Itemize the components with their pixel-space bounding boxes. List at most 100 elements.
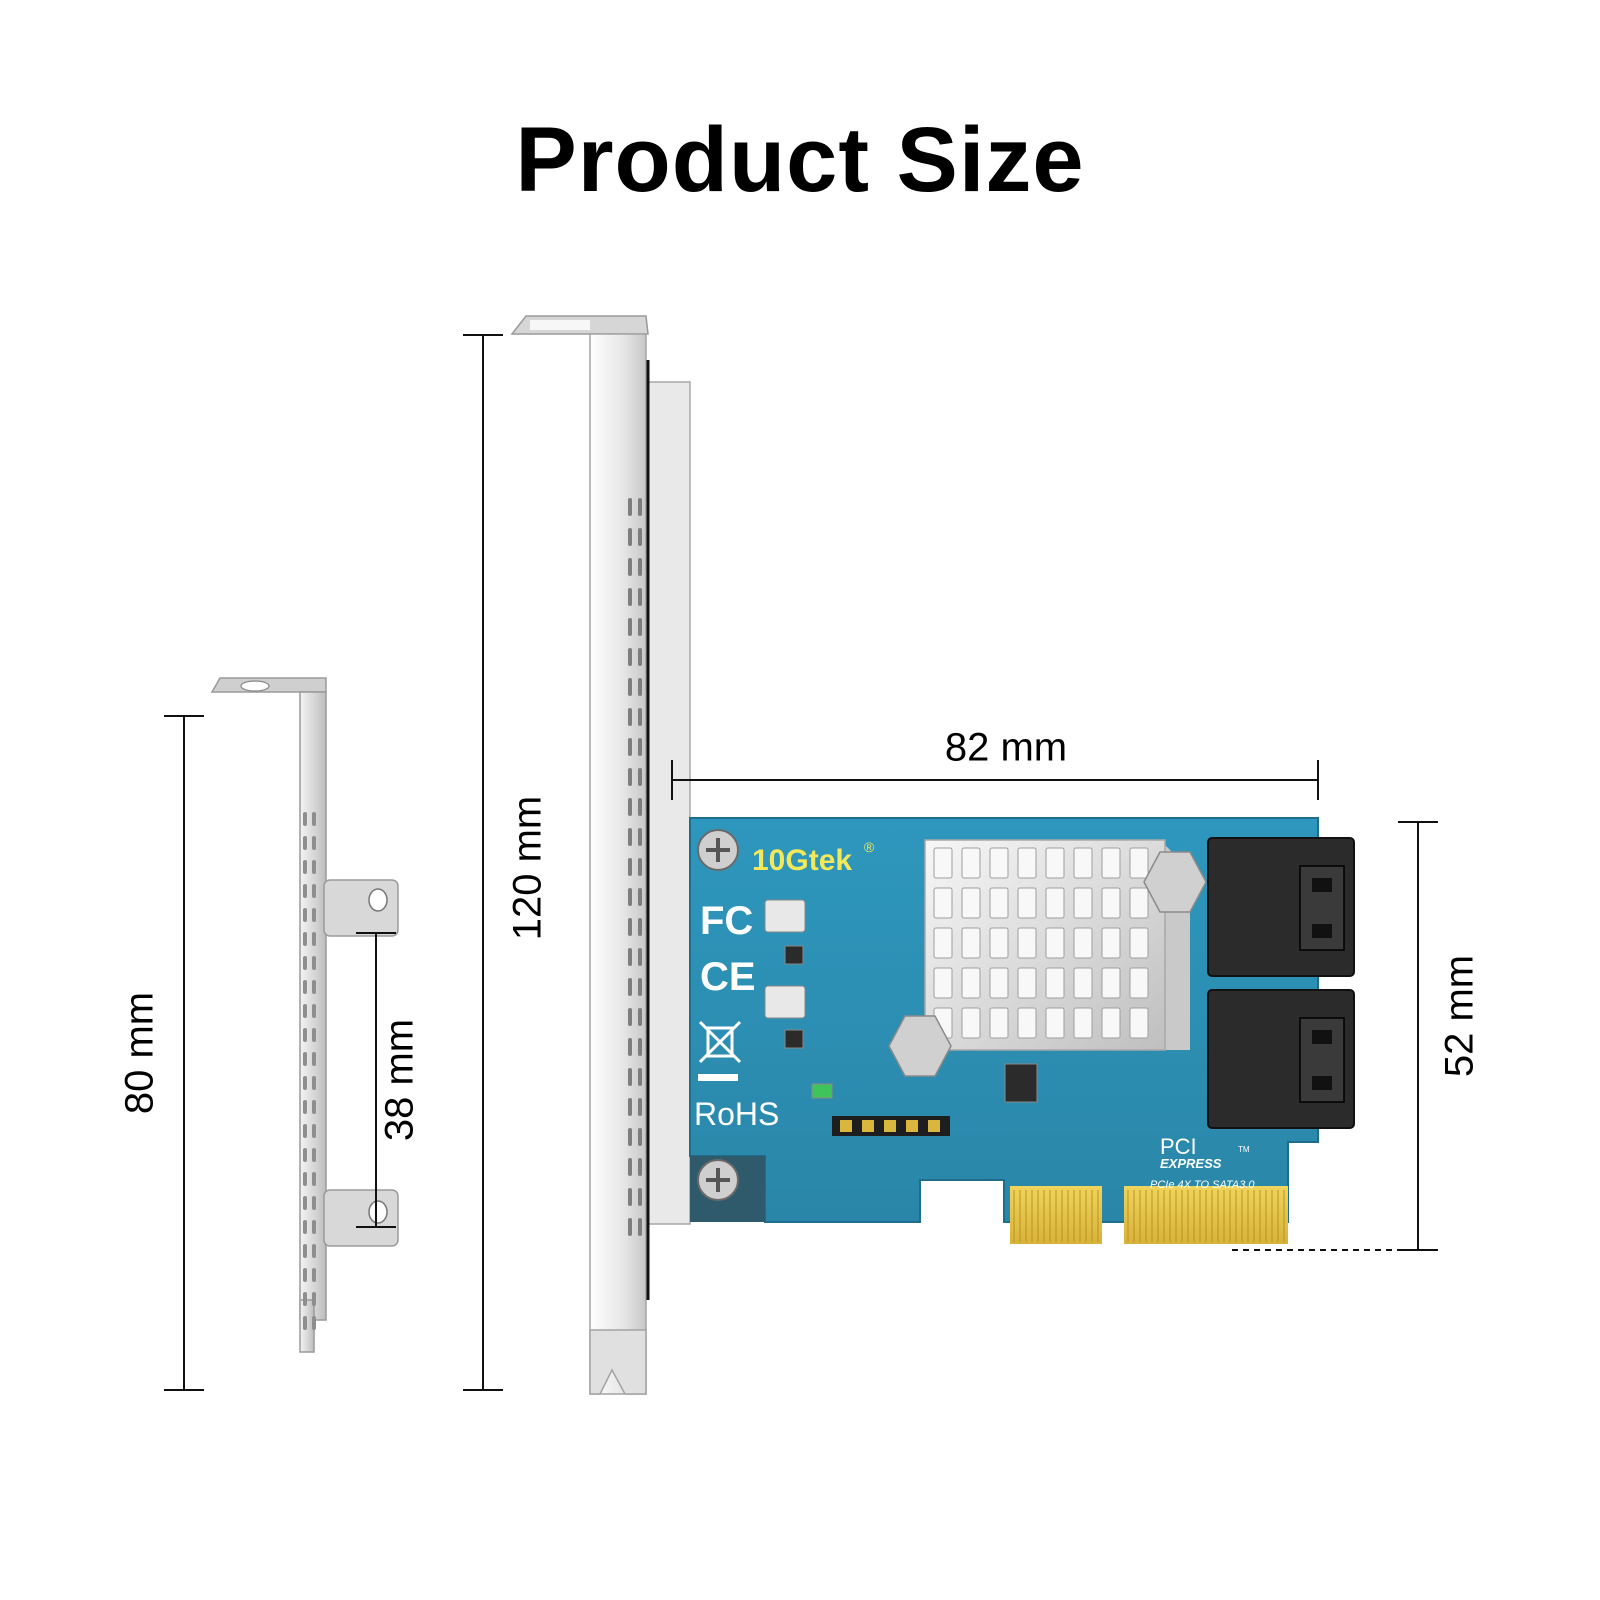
- heatsink-fin: [1073, 887, 1093, 919]
- vent-slot: [312, 812, 316, 826]
- vent-slot: [628, 1038, 632, 1056]
- heatsink-fin: [1101, 927, 1121, 959]
- vent-slot: [638, 678, 642, 696]
- vent-slot: [638, 1068, 642, 1086]
- brand-registered-mark: ®: [864, 839, 875, 855]
- low-profile-height-label: 80 mm: [117, 991, 162, 1115]
- vent-slot: [628, 1098, 632, 1116]
- heatsink-fin: [1017, 847, 1037, 879]
- vent-slot: [303, 1292, 307, 1306]
- vent-slot: [628, 618, 632, 636]
- heatsink-fin: [989, 847, 1009, 879]
- heatsink-fin: [933, 927, 953, 959]
- header-pin: [840, 1120, 852, 1132]
- vent-slot: [303, 1196, 307, 1210]
- vent-slot: [303, 1244, 307, 1258]
- vent-slot: [312, 1124, 316, 1138]
- card-height-label: 52 mm: [1437, 954, 1482, 1078]
- vent-slot: [628, 978, 632, 996]
- heatsink-fin: [1101, 887, 1121, 919]
- vent-slot: [312, 956, 316, 970]
- pci-logo: PCI: [1160, 1134, 1197, 1159]
- vent-slot: [303, 1172, 307, 1186]
- heatsink-fin: [1101, 1007, 1121, 1039]
- vent-slot: [303, 1004, 307, 1018]
- vent-slot: [628, 858, 632, 876]
- vent-slot: [638, 618, 642, 636]
- heatsink-fin: [1017, 927, 1037, 959]
- brand-label: 10Gtek: [752, 844, 852, 877]
- vent-slot: [638, 948, 642, 966]
- heatsink-fin: [933, 887, 953, 919]
- low-profile-bracket: [210, 677, 399, 1353]
- vent-slot: [312, 1172, 316, 1186]
- heatsink-fin: [1129, 887, 1149, 919]
- dimension-lines: [164, 334, 1438, 1391]
- vent-slot: [628, 588, 632, 606]
- heatsink-fin: [1073, 927, 1093, 959]
- vent-slot: [628, 768, 632, 786]
- vent-slot: [312, 836, 316, 850]
- heatsink-fin: [1017, 887, 1037, 919]
- sata-connector-top: [1207, 837, 1355, 977]
- vent-slot: [303, 1148, 307, 1162]
- vent-slot: [638, 588, 642, 606]
- vent-slot: [312, 1220, 316, 1234]
- vent-slot: [628, 528, 632, 546]
- vent-slot: [312, 1244, 316, 1258]
- vent-slot: [628, 888, 632, 906]
- screw-top: [697, 829, 739, 871]
- vent-slot: [638, 1038, 642, 1056]
- heatsink-fin: [989, 967, 1009, 999]
- vent-slot: [638, 558, 642, 576]
- heatsink-fin: [1129, 1007, 1149, 1039]
- vent-slot: [638, 1188, 642, 1206]
- vent-slot: [628, 678, 632, 696]
- vent-slot: [312, 932, 316, 946]
- vent-slot: [303, 1220, 307, 1234]
- vent-slot: [628, 558, 632, 576]
- full-height-label: 120 mm: [505, 795, 550, 941]
- tab-spacing-label: 38 mm: [377, 1018, 422, 1142]
- vent-slot: [638, 798, 642, 816]
- vent-slot: [628, 1188, 632, 1206]
- vent-slot: [312, 1292, 316, 1306]
- heatsink-fin: [1073, 1007, 1093, 1039]
- vent-slot: [303, 812, 307, 826]
- page-title: Product Size: [515, 109, 1085, 211]
- heatsink-fin: [1073, 967, 1093, 999]
- model-label: PCIe 4X TO SATA3.0: [1150, 1179, 1255, 1191]
- header-pin: [928, 1120, 940, 1132]
- vent-slot: [628, 738, 632, 756]
- heatsink-fin: [1017, 967, 1037, 999]
- vent-slot: [312, 980, 316, 994]
- vent-slot: [303, 1100, 307, 1114]
- vent-slot: [303, 1052, 307, 1066]
- ce-mark: CE: [700, 955, 756, 999]
- vent-slot: [628, 1218, 632, 1236]
- heatsink-fin: [961, 887, 981, 919]
- vent-slot: [628, 648, 632, 666]
- sata-connector-bottom: [1207, 989, 1355, 1129]
- vent-slot: [312, 860, 316, 874]
- vent-slot: [628, 918, 632, 936]
- vent-slot: [312, 1268, 316, 1282]
- heatsink-fin: [1101, 967, 1121, 999]
- heatsink-fin: [1073, 847, 1093, 879]
- vent-slot: [303, 980, 307, 994]
- vent-slot: [312, 1316, 316, 1330]
- vent-slot: [312, 1100, 316, 1114]
- vent-slot: [303, 1028, 307, 1042]
- vent-slot: [628, 1068, 632, 1086]
- vent-slot: [312, 1028, 316, 1042]
- heatsink-fin: [961, 1007, 981, 1039]
- vent-slot: [628, 1008, 632, 1026]
- heatsink-fin: [1045, 967, 1065, 999]
- heatsink-fin: [933, 967, 953, 999]
- vent-slot: [638, 1128, 642, 1146]
- vent-slot: [312, 1196, 316, 1210]
- vent-slot: [628, 708, 632, 726]
- vent-slot: [638, 498, 642, 516]
- heatsink-fin: [1045, 847, 1065, 879]
